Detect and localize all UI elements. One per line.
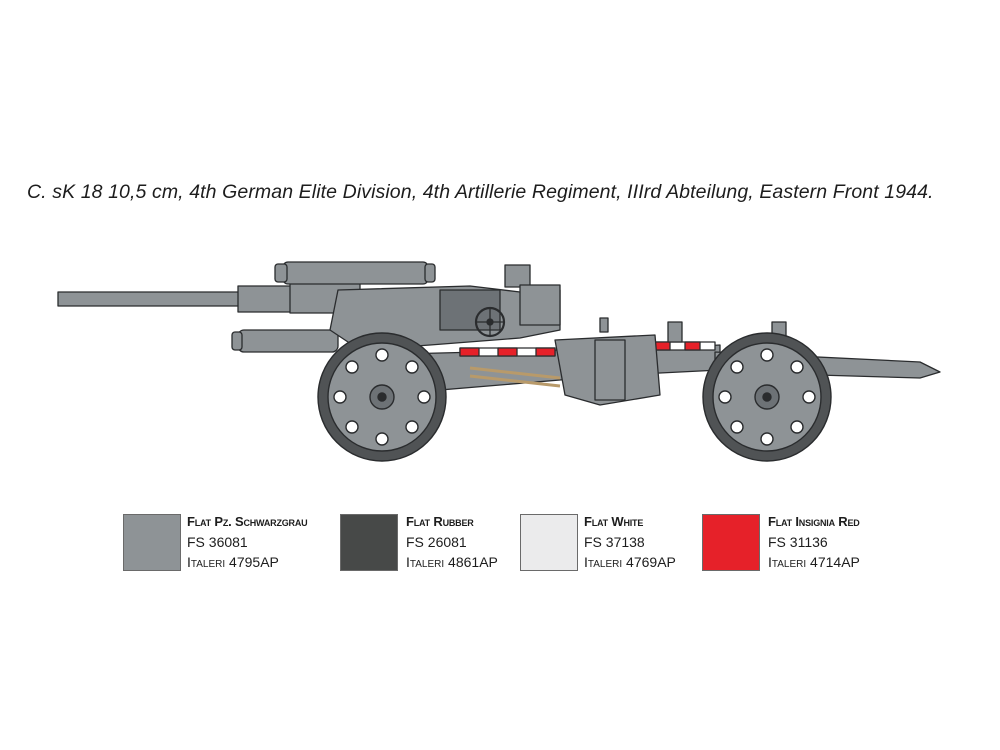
paint-name: Flat Rubber	[406, 514, 474, 529]
swatch-flat-insignia-red: Flat Insignia Red FS 31136 Italeri 4714A…	[702, 512, 892, 574]
swatch-flat-rubber: Flat Rubber FS 26081 Italeri 4861AP	[340, 512, 510, 574]
color-chip	[340, 514, 398, 571]
fs-code: FS 26081	[406, 534, 467, 550]
italeri-code: Italeri 4861AP	[406, 554, 498, 570]
color-chip	[702, 514, 760, 571]
artillery-gun-illustration	[57, 261, 941, 462]
paint-name: Flat Pz. Schwarzgrau	[187, 514, 308, 529]
fs-code: FS 37138	[584, 534, 645, 550]
italeri-code: Italeri 4714AP	[768, 554, 860, 570]
fs-code: FS 36081	[187, 534, 248, 550]
color-chip	[520, 514, 578, 571]
swatch-flat-white: Flat White FS 37138 Italeri 4769AP	[520, 512, 690, 574]
italeri-code: Italeri 4795AP	[187, 554, 279, 570]
color-chip	[123, 514, 181, 571]
paint-name: Flat Insignia Red	[768, 514, 860, 529]
front-wheel	[317, 332, 447, 462]
profile-caption: C. sK 18 10,5 cm, 4th German Elite Divis…	[27, 181, 934, 203]
fs-code: FS 31136	[768, 534, 828, 550]
rear-wheel	[702, 332, 832, 462]
recoil-cylinder	[237, 329, 339, 353]
italeri-code: Italeri 4769AP	[584, 554, 676, 570]
recuperator-cylinder	[282, 261, 429, 285]
swatch-flat-pz-schwarzgrau: Flat Pz. Schwarzgrau FS 36081 Italeri 47…	[123, 512, 333, 574]
paint-name: Flat White	[584, 514, 644, 529]
